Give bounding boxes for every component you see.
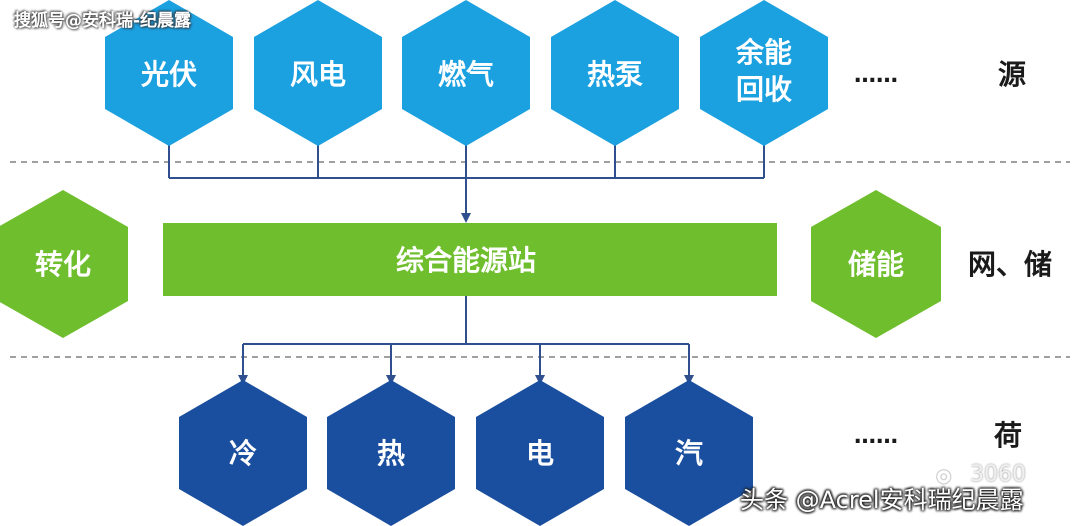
wechat-icon: ◎ [935, 463, 953, 487]
source-connectors [168, 145, 765, 223]
source-node-label: 燃气 [438, 58, 494, 91]
conversion-node: 转化 [0, 190, 128, 338]
load-node-cooling: 冷 [179, 380, 307, 526]
grid-storage-row-label: 网、储 [968, 248, 1052, 281]
load-node-label: 电 [526, 437, 554, 470]
storage-node-label: 储能 [848, 248, 904, 281]
source-node-label-line1: 余能 [735, 36, 792, 69]
source-node-label: 光伏 [140, 58, 197, 91]
source-ellipsis: …… [854, 63, 898, 88]
source-row-label: 源 [998, 58, 1026, 91]
source-node-wind: 风电 [254, 0, 382, 146]
load-connectors [238, 296, 694, 385]
source-node-gas: 燃气 [402, 0, 530, 146]
load-row-label: 荷 [994, 419, 1022, 452]
watermark-bottom: 头条 @Acrel安科瑞纪晨露 [740, 486, 1024, 514]
load-node-electricity: 电 [476, 380, 604, 526]
source-node-label: 风电 [290, 58, 346, 91]
source-node-label: 热泵 [587, 58, 643, 91]
watermark-top: 搜狐号@安科瑞-纪晨露 [14, 11, 192, 31]
source-node-waste-heat: 余能 回收 [700, 0, 828, 146]
energy-station: 综合能源站 [163, 223, 777, 296]
source-node-pv: 光伏 [105, 0, 233, 146]
energy-station-label: 综合能源站 [396, 244, 536, 277]
load-node-label: 汽 [675, 437, 703, 470]
load-node-label: 热 [377, 437, 405, 470]
storage-node: 储能 [811, 190, 941, 338]
conversion-node-label: 转化 [35, 248, 91, 281]
source-node-heat-pump: 热泵 [551, 0, 679, 146]
watermark-number: 3060 [970, 462, 1026, 487]
load-node-steam: 汽 [625, 380, 753, 526]
source-node-label-line2: 回收 [736, 73, 792, 106]
load-node-heating: 热 [327, 380, 455, 526]
load-ellipsis: …… [854, 424, 898, 449]
load-node-label: 冷 [229, 437, 257, 470]
